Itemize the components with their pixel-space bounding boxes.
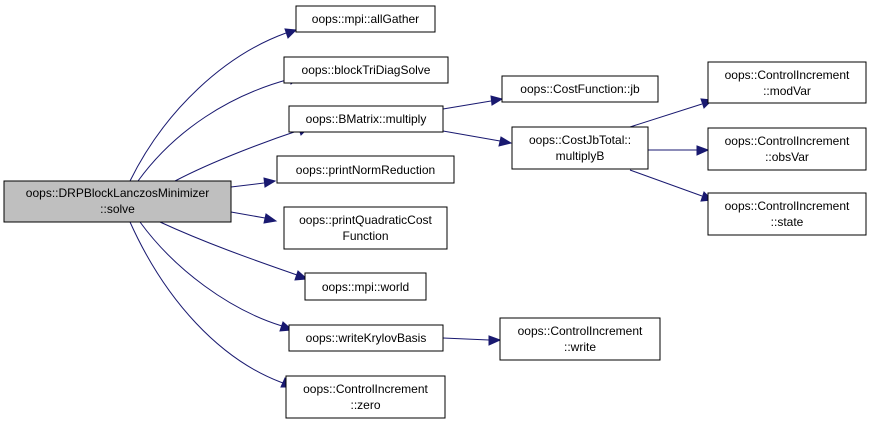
graph-node-root-line1: oops::DRPBlockLanczosMinimizer: [26, 186, 209, 200]
graph-node-zero[interactable]: oops::ControlIncrement ::zero: [285, 375, 446, 419]
graph-node-ciwrite-line1: oops::ControlIncrement: [518, 324, 643, 338]
edge-solve-writekrylov: [139, 221, 283, 327]
graph-node-printquad-line1: oops::printQuadraticCost: [299, 213, 432, 227]
graph-node-allgather-label: oops::mpi::allGather: [312, 12, 419, 26]
graph-node-bmatrix-label: oops::BMatrix::multiply: [306, 112, 427, 126]
graph-node-ciwrite-line2: ::write: [564, 340, 596, 354]
graph-node-state-line2: ::state: [771, 215, 804, 229]
edge-multiplyb-state: [629, 169, 703, 197]
graph-node-root-line2: ::solve: [100, 202, 135, 216]
edge-solve-blocktri: [137, 78, 291, 182]
graph-node-multiplyb-line2: multiplyB: [556, 149, 605, 163]
graph-node-multiplyb[interactable]: oops::CostJbTotal:: multiplyB: [511, 126, 649, 170]
graph-node-blocktri[interactable]: oops::blockTriDiagSolve: [283, 56, 449, 84]
graph-node-jb[interactable]: oops::CostFunction::jb: [501, 75, 659, 103]
graph-node-root[interactable]: oops::DRPBlockLanczosMinimizer ::solve: [3, 180, 232, 223]
graph-node-writekrylov[interactable]: oops::writeKrylovBasis: [288, 324, 444, 352]
edge-solve-bmatrix: [174, 129, 301, 182]
edge-solve-printnorm: [230, 182, 265, 188]
graph-node-world-label: oops::mpi::world: [322, 280, 409, 294]
graph-node-state-line1: oops::ControlIncrement: [725, 199, 850, 213]
graph-node-printquad-line2: Function: [342, 229, 388, 243]
graph-node-obsvar-line2: ::obsVar: [765, 150, 809, 164]
graph-node-ciwrite[interactable]: oops::ControlIncrement ::write: [499, 317, 661, 361]
edge-solve-printquad-arrow: [263, 213, 278, 224]
graph-node-obsvar[interactable]: oops::ControlIncrement ::obsVar: [707, 127, 867, 171]
edge-bmatrix-multiplyb: [442, 130, 501, 142]
graph-node-modvar[interactable]: oops::ControlIncrement ::modVar: [707, 61, 867, 104]
graph-node-printnorm-label: oops::printNormReduction: [296, 163, 435, 177]
graph-node-allgather[interactable]: oops::mpi::allGather: [295, 5, 436, 33]
edge-writekrylov-ciwrite-arrow: [488, 335, 502, 346]
graph-node-printquad[interactable]: oops::printQuadraticCost Function: [283, 206, 448, 250]
graph-node-state[interactable]: oops::ControlIncrement ::state: [707, 192, 867, 236]
edge-solve-zero: [129, 221, 284, 384]
edge-multiplyb-modvar: [629, 103, 703, 128]
graph-node-zero-line1: oops::ControlIncrement: [303, 382, 428, 396]
graph-node-obsvar-line1: oops::ControlIncrement: [725, 134, 850, 148]
graph-node-blocktri-label: oops::blockTriDiagSolve: [302, 63, 431, 77]
edge-bmatrix-jb: [442, 100, 492, 110]
edge-solve-printquad: [230, 211, 266, 219]
edge-solve-world: [159, 221, 298, 276]
edge-solve-world-arrow: [294, 270, 309, 281]
edge-solve-allgather-arrow: [284, 28, 298, 39]
edge-solve-allgather: [129, 32, 287, 182]
graph-node-modvar-line2: ::modVar: [763, 84, 811, 98]
graph-node-multiplyb-line1: oops::CostJbTotal::: [529, 133, 631, 147]
graph-node-jb-label: oops::CostFunction::jb: [520, 82, 640, 96]
edge-bmatrix-jb-arrow: [490, 95, 504, 106]
graph-node-printnorm[interactable]: oops::printNormReduction: [276, 155, 455, 184]
graph-node-zero-line2: ::zero: [350, 398, 380, 412]
graph-node-modvar-line1: oops::ControlIncrement: [725, 68, 850, 82]
graph-node-world[interactable]: oops::mpi::world: [304, 272, 427, 301]
graph-node-bmatrix[interactable]: oops::BMatrix::multiply: [288, 105, 444, 133]
edge-multiplyb-obsvar-arrow: [696, 145, 710, 156]
edge-bmatrix-multiplyb-arrow: [498, 136, 513, 147]
edge-solve-printnorm-arrow: [263, 177, 277, 188]
graph-node-writekrylov-label: oops::writeKrylovBasis: [306, 331, 427, 345]
edge-writekrylov-ciwrite: [442, 337, 490, 341]
